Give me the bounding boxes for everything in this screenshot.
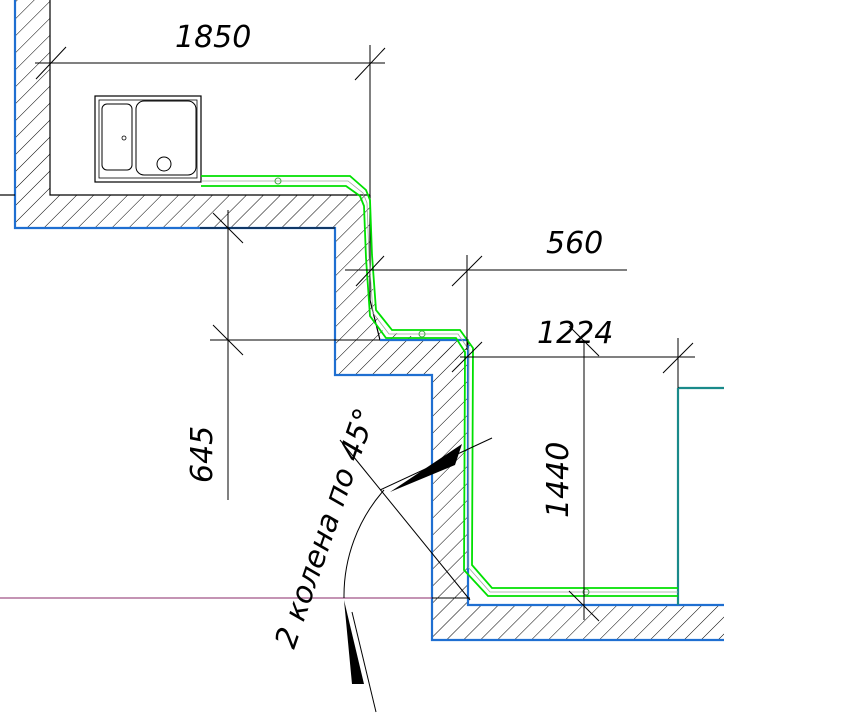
dim-label-1440: 1440 (541, 442, 576, 518)
dim-label-645: 645 (185, 426, 220, 483)
dimension-1440 (568, 325, 600, 622)
arrowhead-icon (390, 444, 462, 492)
dimension-645 (200, 210, 380, 500)
dimension-560 (345, 255, 627, 350)
drain-pipe (201, 175, 678, 597)
elbow-note: 2 колена по 45° (268, 404, 383, 653)
dimension-1850 (35, 40, 386, 195)
elbow-annotation (0, 437, 493, 713)
dim-label-1224: 1224 (537, 316, 613, 351)
sink-icon (94, 95, 202, 183)
dim-label-560: 560 (546, 226, 603, 261)
dim-label-1850: 1850 (175, 20, 251, 55)
dimension-1224 (451, 338, 695, 388)
arrowhead-icon (344, 600, 364, 684)
